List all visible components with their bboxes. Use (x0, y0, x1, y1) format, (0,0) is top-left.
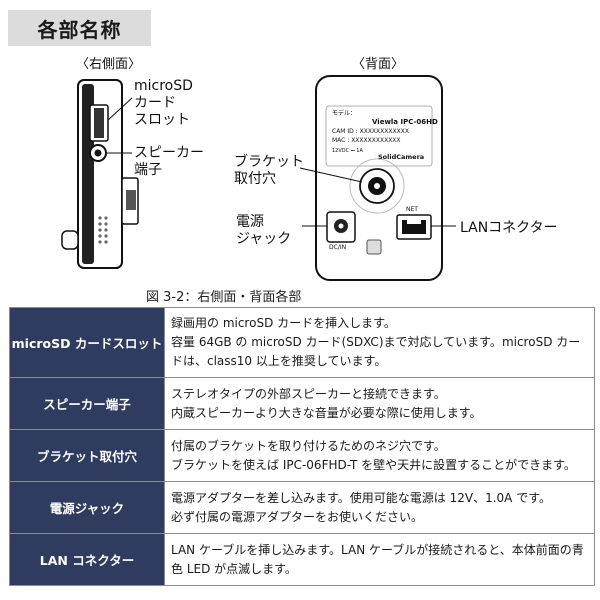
model-prefix-text: モデル： (332, 110, 357, 117)
description-line: 電源アダプターを差し込みます。使用可能な電源は 12V、1.0A です。 (171, 490, 552, 505)
parts-spec-table: microSD カードスロット 録画用の microSD カードを挿入します。 … (9, 307, 595, 586)
row-description: 付属のブラケットを取り付けるためのネジ穴です。 ブラケットを使えば IPC-06… (164, 429, 595, 482)
row-description: LAN ケーブルを挿し込みます。LAN ケーブルが接続されると、本体前面の青 色… (164, 533, 595, 586)
back-view (299, 75, 456, 281)
figure-caption: 図 3-2：右側面・背面各部 (146, 290, 302, 305)
net-text: NET (406, 206, 418, 213)
power-jack-callout: 電源 ジャック (236, 214, 292, 247)
dc-in-text: DC/IN (329, 244, 347, 251)
description-line: ステレオタイプの外部スピーカーと接続できます。 (171, 386, 446, 401)
row-description: 録画用の microSD カードを挿入します。 容量 64GB の microS… (164, 307, 595, 378)
row-header: ブラケット取付穴 (9, 429, 165, 482)
table-row: microSD カードスロット 録画用の microSD カードを挿入します。 … (9, 307, 595, 378)
description-line: 容量 64GB の microSD カード(SDXC)まで対応しています。mic… (171, 335, 581, 349)
cam-id-text: CAM ID : XXXXXXXXXXXX (332, 128, 409, 135)
brand-text: SolidCamera (378, 153, 425, 161)
row-header: LAN コネクター (9, 533, 165, 586)
speaker-port-callout: スピーカー 端子 (134, 145, 204, 178)
right-side-view-label: 〈右側面〉 (76, 57, 142, 72)
table-row: LAN コネクター LAN ケーブルを挿し込みます。LAN ケーブルが接続される… (9, 533, 595, 586)
description-line: 必ず付属の電源アダプターをお使いください。 (171, 509, 424, 524)
description-line: ドは、class10 以上を推奨しています。 (171, 354, 387, 368)
lan-connector-callout: LANコネクター (460, 220, 558, 236)
power-rating-text: 12VDC ⎓ 1A (332, 148, 363, 154)
row-header: 電源ジャック (9, 481, 165, 534)
section-title: 各部名称 (8, 10, 151, 46)
camera-illustration (61, 75, 456, 281)
table-row: ブラケット取付穴 付属のブラケットを取り付けるためのネジ穴です。 ブラケットを使… (9, 429, 595, 482)
table-row: 電源ジャック 電源アダプターを差し込みます。使用可能な電源は 12V、1.0A … (9, 481, 595, 534)
microsd-slot-callout: microSD カード スロット (134, 78, 193, 128)
back-view-label: 〈背面〉 (352, 57, 405, 72)
mac-text: MAC : XXXXXXXXXXXX (332, 137, 401, 144)
description-line: ブラケットを使えば IPC-06FHD-T を壁や天井に設置することができます。 (171, 457, 576, 472)
description-line: 録画用の microSD カードを挿入します。 (171, 316, 396, 330)
model-name-text: Viewla IPC-06HD (372, 118, 438, 126)
description-line: 内蔵スピーカーより大きな音量が必要な際に使用します。 (171, 405, 482, 420)
row-header: microSD カードスロット (9, 307, 165, 378)
table-row: スピーカー端子 ステレオタイプの外部スピーカーと接続できます。 内蔵スピーカーよ… (9, 377, 595, 430)
right-side-view (61, 79, 139, 269)
description-line: LAN ケーブルを挿し込みます。LAN ケーブルが接続されると、本体前面の青 (171, 542, 584, 557)
bracket-hole-callout: ブラケット 取付穴 (234, 154, 304, 187)
description-line: 色 LED が点滅します。 (171, 561, 297, 576)
row-description: ステレオタイプの外部スピーカーと接続できます。 内蔵スピーカーより大きな音量が必… (164, 377, 595, 430)
row-header: スピーカー端子 (9, 377, 165, 430)
parts-figure: 〈右側面〉 〈背面〉 microSD カード スロット スピーカー 端子 ブラケ… (0, 50, 600, 302)
description-line: 付属のブラケットを取り付けるためのネジ穴です。 (171, 438, 446, 453)
row-description: 電源アダプターを差し込みます。使用可能な電源は 12V、1.0A です。 必ず付… (164, 481, 595, 534)
